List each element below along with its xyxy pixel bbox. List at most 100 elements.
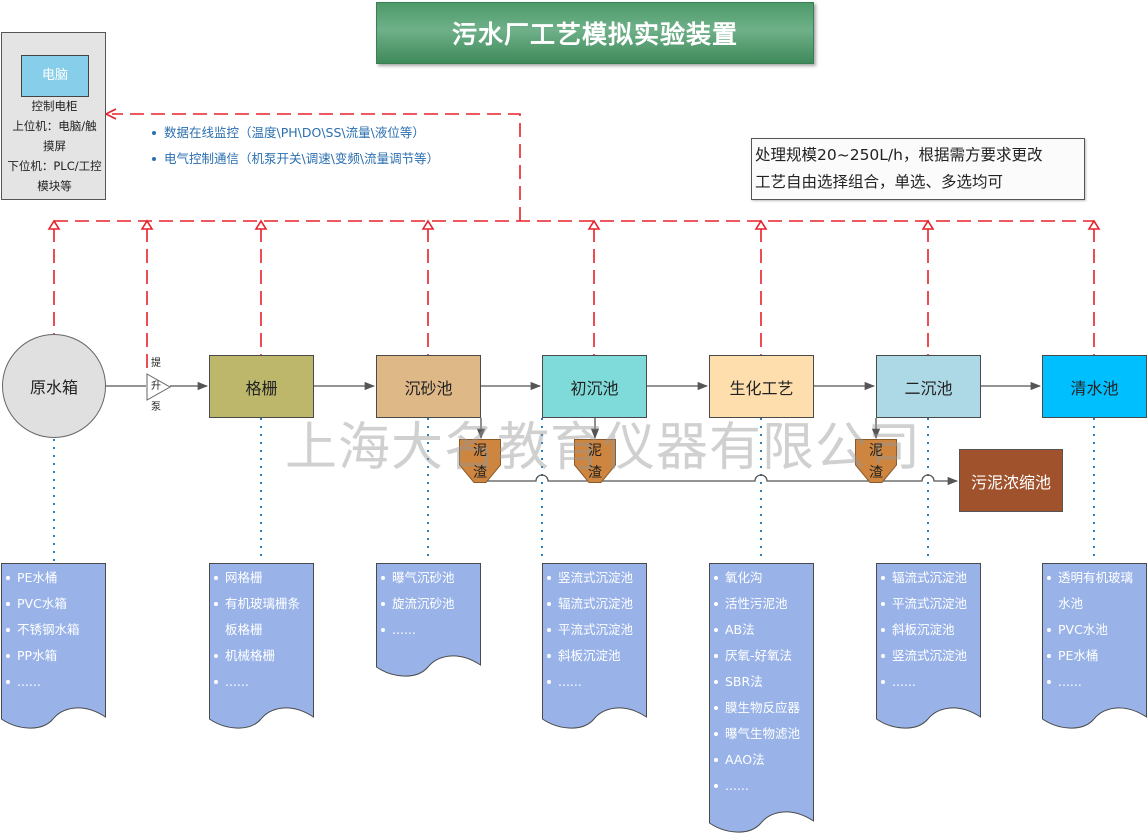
spec-textbox: 处理规模20~250L/h，根据需方要求更改 工艺自由选择组合，单选、多选均可 bbox=[751, 138, 1085, 200]
signal-arrow-icon bbox=[47, 219, 61, 230]
bullet-icon bbox=[714, 576, 718, 580]
option-item: 辐流式沉淀池 bbox=[876, 565, 981, 591]
lift-pump[interactable]: 提 升 泵 bbox=[146, 356, 174, 416]
option-item: 氧化沟 bbox=[709, 565, 814, 591]
bullet-icon bbox=[714, 784, 718, 788]
cabinet-line: 控制电柜 bbox=[31, 99, 78, 113]
pump-label: 升 bbox=[151, 381, 161, 392]
bullet-icon bbox=[6, 628, 10, 632]
bullet-icon bbox=[152, 157, 156, 161]
option-item: 透明有机玻璃 bbox=[1042, 565, 1147, 591]
bullet-icon bbox=[1047, 654, 1051, 658]
option-item: 平流式沉淀池 bbox=[876, 591, 981, 617]
bullet-icon bbox=[714, 654, 718, 658]
bullet-icon bbox=[547, 654, 551, 658]
diagram-connections bbox=[47, 108, 1101, 562]
option-item: 不锈钢水箱 bbox=[1, 617, 106, 643]
stage-screen[interactable]: 格栅 bbox=[209, 355, 314, 418]
bullet-icon bbox=[714, 680, 718, 684]
option-item: ...... bbox=[709, 773, 814, 799]
sludge-hopper[interactable]: 泥渣 bbox=[855, 439, 897, 483]
signal-arrow-icon bbox=[1087, 219, 1101, 230]
sludge-hopper[interactable]: 泥渣 bbox=[574, 439, 616, 483]
option-item: ...... bbox=[209, 669, 314, 695]
bullet-icon bbox=[881, 576, 885, 580]
bullet-icon bbox=[881, 602, 885, 606]
option-item: 机械格栅 bbox=[209, 643, 314, 669]
bullet-icon bbox=[714, 706, 718, 710]
document-shape bbox=[542, 563, 647, 729]
options-secondary-clarifier: 辐流式沉淀池平流式沉淀池斜板沉淀池竖流式沉淀池...... bbox=[876, 563, 981, 733]
option-item: ...... bbox=[876, 669, 981, 695]
stage-clear-water[interactable]: 清水池 bbox=[1042, 355, 1147, 418]
document-shape bbox=[209, 563, 314, 729]
pump-label: 泵 bbox=[151, 402, 161, 413]
sludge-thickener[interactable]: 污泥浓缩池 bbox=[959, 449, 1063, 512]
sludge-collection-line bbox=[480, 474, 959, 486]
hopper-shape-icon bbox=[855, 439, 897, 483]
control-cabinet[interactable]: 电脑 控制电柜 上位机：电脑/触 摸屏 下位机：PLC/工控 模块等 bbox=[1, 32, 106, 200]
option-item: AB法 bbox=[709, 617, 814, 643]
option-item: ...... bbox=[1042, 669, 1147, 695]
signal-arrow-icon bbox=[140, 219, 154, 230]
bullet-icon bbox=[714, 628, 718, 632]
sludge-hopper[interactable]: 泥渣 bbox=[459, 439, 501, 483]
option-item: PVC水池 bbox=[1042, 617, 1147, 643]
signal-arrow-icon bbox=[421, 219, 435, 230]
option-item: ...... bbox=[542, 669, 647, 695]
stage-biological[interactable]: 生化工艺 bbox=[709, 355, 814, 418]
cabinet-line: 下位机：PLC/工控 bbox=[7, 159, 102, 173]
option-item: 曝气沉砂池 bbox=[376, 565, 481, 591]
cabinet-line: 模块等 bbox=[37, 179, 72, 193]
bullet-icon bbox=[214, 654, 218, 658]
option-item: 水池 bbox=[1058, 596, 1084, 611]
signal-arrow-icon bbox=[754, 219, 768, 230]
bullet-icon bbox=[214, 576, 218, 580]
spec-line: 处理规模20~250L/h，根据需方要求更改 bbox=[755, 146, 1043, 164]
bullet-icon bbox=[6, 654, 10, 658]
bullet-icon bbox=[547, 680, 551, 684]
computer-box[interactable]: 电脑 bbox=[21, 55, 89, 97]
bullet-icon bbox=[1047, 680, 1051, 684]
option-item: 活性污泥池 bbox=[709, 591, 814, 617]
option-item: 竖流式沉淀池 bbox=[542, 565, 647, 591]
options-grit-chamber: 曝气沉砂池旋流沉砂池...... bbox=[376, 563, 481, 681]
note-item: 数据在线监控（温度\PH\DO\SS\流量\液位等） bbox=[146, 120, 471, 146]
option-item: 有机玻璃栅条 bbox=[209, 591, 314, 617]
hopper-shape-icon bbox=[459, 439, 501, 483]
option-item: 厌氧-好氧法 bbox=[709, 643, 814, 669]
cabinet-line: 摸屏 bbox=[43, 139, 66, 153]
bullet-icon bbox=[881, 680, 885, 684]
stage-secondary-clarifier[interactable]: 二沉池 bbox=[876, 355, 981, 418]
options-screen: 网格栅有机玻璃栅条板格栅机械格栅...... bbox=[209, 563, 314, 733]
bullet-icon bbox=[714, 602, 718, 606]
bullet-icon bbox=[1047, 628, 1051, 632]
control-link-to-cabinet bbox=[112, 113, 521, 221]
option-item: 辐流式沉淀池 bbox=[542, 591, 647, 617]
option-item: ...... bbox=[1, 669, 106, 695]
document-shape bbox=[876, 563, 981, 729]
monitor-lines bbox=[53, 418, 1095, 562]
option-item: PP水箱 bbox=[1, 643, 106, 669]
spec-line: 工艺自由选择组合，单选、多选均可 bbox=[755, 173, 1004, 191]
stage-raw-tank[interactable]: 原水箱 bbox=[2, 334, 106, 438]
hopper-shape-icon bbox=[574, 439, 616, 483]
bullet-icon bbox=[547, 628, 551, 632]
note-item: 电气控制通信（机泵开关\调速\变频\流量调节等） bbox=[146, 146, 471, 172]
cabinet-arrow-icon bbox=[104, 108, 117, 120]
bullet-icon bbox=[6, 576, 10, 580]
option-item: ...... bbox=[376, 617, 481, 643]
option-item: PVC水箱 bbox=[1, 591, 106, 617]
stage-primary-clarifier[interactable]: 初沉池 bbox=[542, 355, 647, 418]
bullet-icon bbox=[381, 576, 385, 580]
control-notes: 数据在线监控（温度\PH\DO\SS\流量\液位等） 电气控制通信（机泵开关\调… bbox=[146, 120, 471, 180]
pump-label: 提 bbox=[151, 358, 161, 369]
stage-grit-chamber[interactable]: 沉砂池 bbox=[376, 355, 481, 418]
bullet-icon bbox=[6, 680, 10, 684]
option-item: 平流式沉淀池 bbox=[542, 617, 647, 643]
option-item: 网格栅 bbox=[209, 565, 314, 591]
options-primary-clarifier: 竖流式沉淀池辐流式沉淀池平流式沉淀池斜板沉淀池...... bbox=[542, 563, 647, 733]
